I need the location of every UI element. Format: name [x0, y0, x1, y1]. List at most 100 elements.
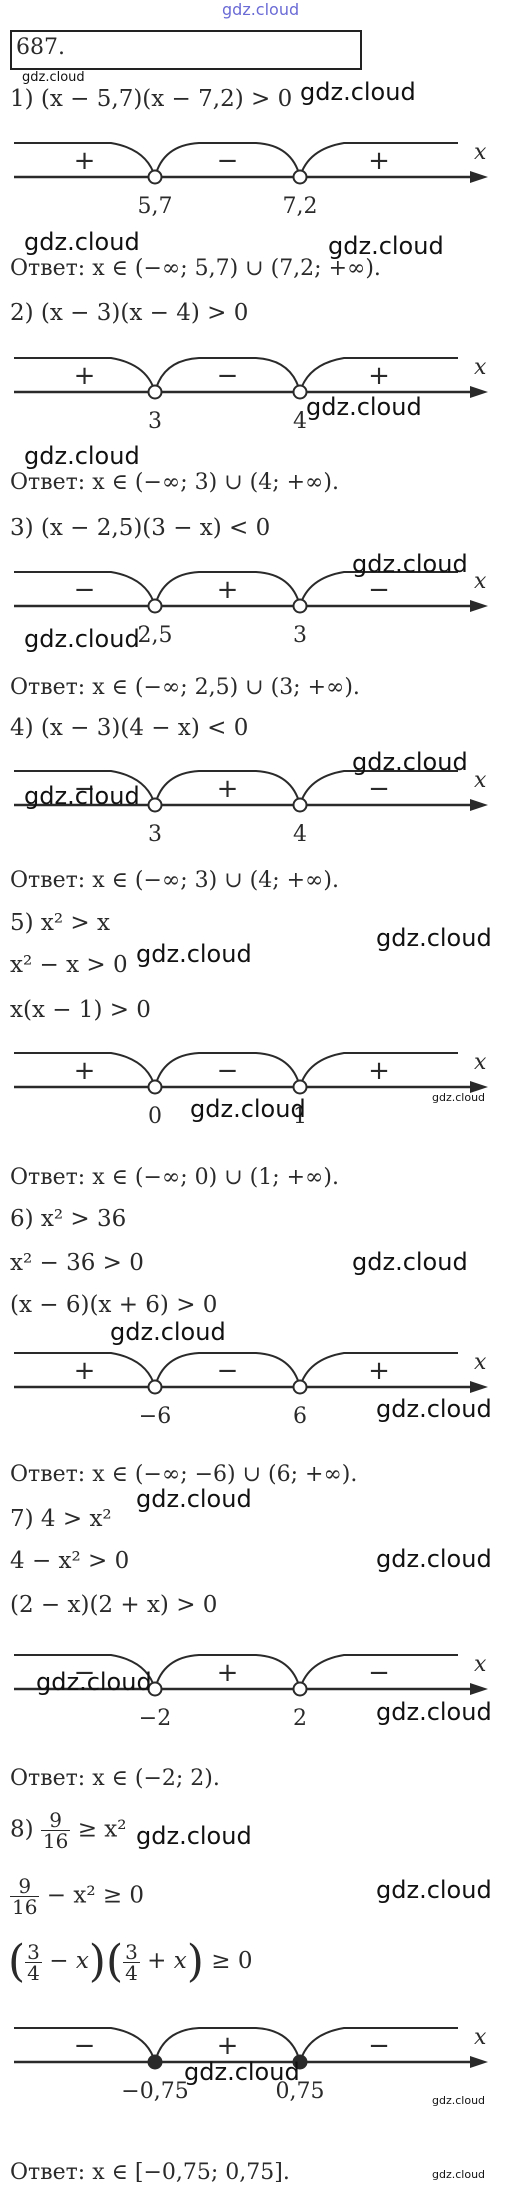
inequality-line: 2) (x − 3)(x − 4) > 0 [10, 300, 249, 326]
inequality-line: 4 − x² > 0 [10, 1548, 130, 1574]
point-label: 4 [293, 822, 307, 847]
watermark: gdz.cloud [432, 2094, 486, 2107]
open-point [147, 384, 163, 400]
open-point [147, 169, 163, 185]
axis-label: x [474, 2025, 487, 2050]
axis-arrow [470, 1683, 488, 1695]
axis-arrow [470, 799, 488, 811]
watermark: gdz.cloud [190, 1095, 306, 1123]
axis-label: x [474, 1050, 487, 1075]
inequality-rest: ≥ 0 [211, 1948, 253, 1974]
interval-sign: − [368, 575, 390, 605]
point-label: 0 [148, 1104, 162, 1129]
point-label: 4 [293, 409, 307, 434]
interval-sign: + [217, 1658, 239, 1688]
open-point [147, 1681, 163, 1697]
watermark: gdz.cloud [328, 232, 444, 260]
interval-sign: + [217, 2031, 239, 2061]
watermark: gdz.cloud [352, 1248, 468, 1276]
point-label: 1 [293, 1104, 307, 1129]
watermark: gdz.cloud [24, 625, 140, 653]
inequality-rest: − x² ≥ 0 [46, 1882, 145, 1909]
point-label: 3 [148, 409, 162, 434]
watermark: gdz.cloud [306, 393, 422, 421]
axis-label: x [474, 1350, 487, 1375]
task-number: 687. [16, 35, 65, 60]
interval-arc [154, 2027, 301, 2063]
open-point [292, 1079, 308, 1095]
axis-arrow [470, 2056, 488, 2068]
point-label: 3 [293, 623, 307, 648]
interval-sign: + [74, 1356, 96, 1386]
open-point [292, 598, 308, 614]
axis-label: x [474, 140, 487, 165]
watermark: gdz.cloud [24, 782, 140, 810]
watermark: gdz.cloud [376, 1698, 492, 1726]
watermark: gdz.cloud [22, 70, 85, 85]
watermark: gdz.cloud [24, 442, 140, 470]
axis-label: x [474, 569, 487, 594]
interval-sign: + [217, 575, 239, 605]
top-watermark: gdz.cloud [222, 0, 300, 19]
watermark: gdz.cloud [432, 1091, 486, 1104]
point-label: 6 [293, 1404, 307, 1429]
point-label: 2 [293, 1706, 307, 1731]
open-point [147, 797, 163, 813]
point-label: 7,2 [283, 194, 318, 219]
inequality-line: 1) (x − 5,7)(x − 7,2) > 0 [10, 86, 293, 112]
watermark: gdz.cloud [136, 1822, 252, 1850]
inequality-rest: ≥ x² [77, 1816, 127, 1843]
interval-arc [154, 1052, 301, 1088]
interval-sign: + [74, 361, 96, 391]
interval-sign: − [217, 1056, 239, 1086]
axis-arrow [470, 600, 488, 612]
watermark: gdz.cloud [110, 1318, 226, 1346]
inequality-line: 5) x² > x [10, 910, 110, 936]
answer: Ответ: x ∈ (−∞; 3) ∪ (4; +∞). [10, 470, 339, 495]
interval-sign: + [217, 774, 239, 804]
watermark: gdz.cloud [376, 1876, 492, 1904]
interval-sign: − [368, 2031, 390, 2061]
answer: Ответ: x ∈ (−∞; 2,5) ∪ (3; +∞). [10, 675, 360, 700]
watermark: gdz.cloud [352, 748, 468, 776]
interval-sign: − [74, 1658, 96, 1688]
open-point [292, 797, 308, 813]
interval-arc [154, 357, 301, 393]
point-label: 0,75 [276, 2079, 325, 2104]
open-point [292, 169, 308, 185]
interval-arc [154, 1654, 301, 1690]
point-label: 5,7 [138, 194, 173, 219]
axis-arrow [470, 171, 488, 183]
inequality-line: x(x − 1) > 0 [10, 997, 151, 1023]
axis-label: x [474, 768, 487, 793]
inequality-line: x² − 36 > 0 [10, 1250, 144, 1276]
interval-sign: − [74, 2031, 96, 2061]
inequality-line: 3) (x − 2,5)(3 − x) < 0 [10, 515, 271, 541]
answer: Ответ: x ∈ (−∞; 5,7) ∪ (7,2; +∞). [10, 256, 381, 281]
watermark: gdz.cloud [352, 550, 468, 578]
watermark: gdz.cloud [432, 2168, 486, 2181]
interval-arc [154, 1352, 301, 1388]
interval-sign: + [368, 1356, 390, 1386]
answer: Ответ: x ∈ (−∞; 0) ∪ (1; +∞). [10, 1165, 339, 1190]
axis-arrow [470, 386, 488, 398]
open-point [147, 598, 163, 614]
task-number-box: 687. [10, 30, 362, 70]
answer: Ответ: x ∈ [−0,75; 0,75]. [10, 2160, 290, 2185]
axis-arrow [470, 1381, 488, 1393]
interval-arc [154, 571, 301, 607]
point-label: −0,75 [121, 2079, 188, 2104]
point-label: 2,5 [138, 623, 173, 648]
watermark: gdz.cloud [376, 924, 492, 952]
